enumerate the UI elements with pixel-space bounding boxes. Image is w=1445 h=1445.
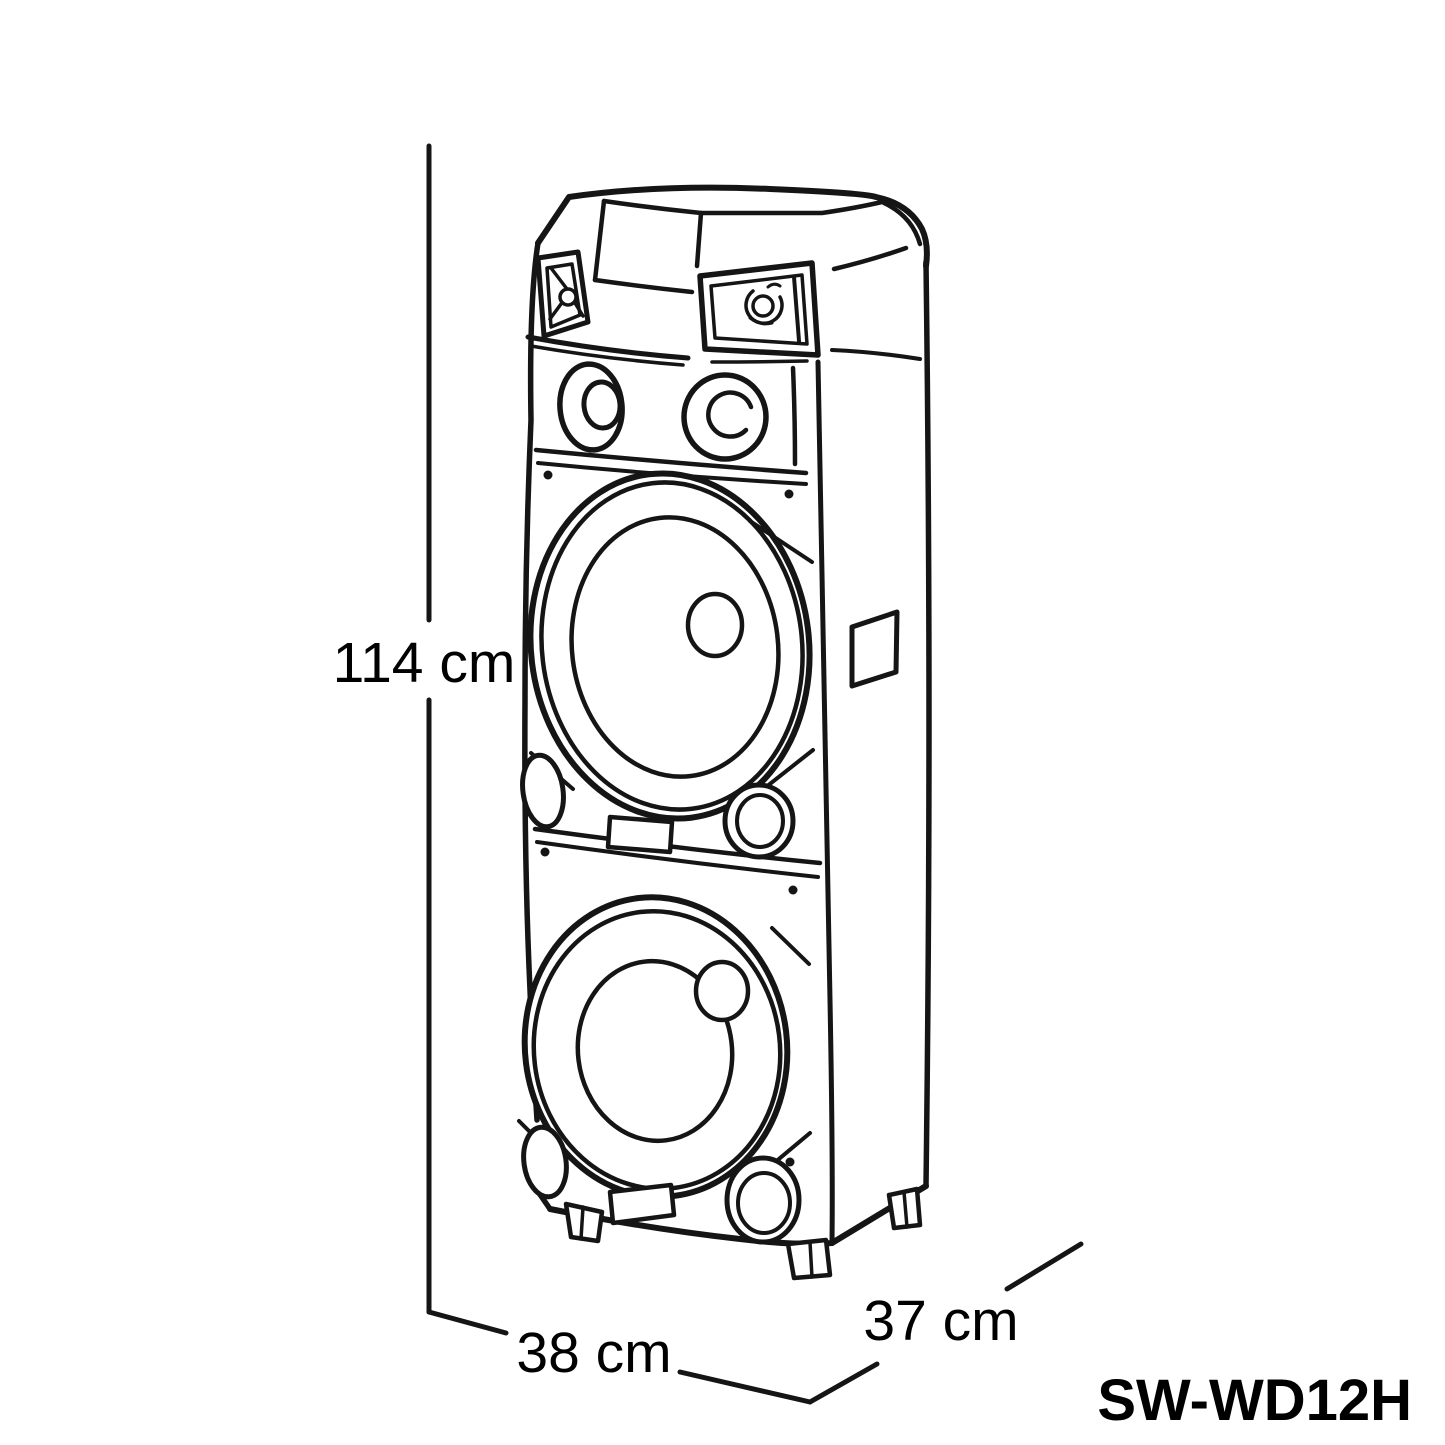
width-line-left (426, 1309, 509, 1336)
height-dimension-label: 114 cm (333, 631, 516, 695)
dimension-lines (426, 143, 1084, 1405)
screw-dot (788, 885, 798, 895)
foot-rear-right-edge (902, 1190, 909, 1229)
left-tweeter-horn-line-1 (549, 266, 569, 291)
side-panel-top-line (830, 348, 922, 361)
right-tweeter-edge-line (792, 275, 801, 343)
cabinet-right-back-edge (923, 259, 932, 1189)
badge-lower (607, 1182, 677, 1226)
left-tweeter-horn-line-3 (573, 301, 585, 318)
port-upper-right-inner (735, 793, 785, 849)
swirl-logo-under-arc (748, 316, 774, 326)
lower-woofer (517, 894, 812, 1201)
side-handle (849, 609, 900, 689)
depth-dimension-line (807, 1241, 1084, 1405)
foot-front-right-edge (808, 1240, 814, 1279)
top-right-bevel-curve (881, 200, 923, 247)
left-tweeter-throat (558, 287, 578, 307)
bevel-band-bottom-sketch (529, 344, 685, 367)
upper-woofer-corner-line-tr (748, 519, 814, 564)
divider-line-sketch (535, 840, 820, 879)
lower-woofer-corner-line-tr (770, 926, 811, 966)
cabinet-top-bevel (525, 198, 923, 367)
foot-front-right (785, 1237, 833, 1281)
depth-line-right (1004, 1241, 1084, 1292)
bevel-band-bottom-left (525, 334, 691, 361)
port-lower-right-inner (736, 1171, 792, 1235)
upper-woofer-dust-cap (685, 591, 745, 659)
screw-dot (540, 847, 550, 857)
depth-line-left (807, 1361, 880, 1405)
left-mid-driver-cone (581, 379, 623, 431)
left-tweeter-horn (535, 249, 591, 339)
swirl-logo-center (751, 294, 775, 318)
left-tweeter-inner-frame (545, 262, 582, 329)
divider-line (533, 447, 809, 476)
speaker-feet (563, 1186, 923, 1281)
port-lower-left (521, 1124, 569, 1200)
foot-front-left-edge (579, 1205, 585, 1241)
top-ridge-line (601, 198, 885, 216)
right-corner-facet-line (831, 245, 909, 272)
bevel-band-bottom-right (710, 359, 809, 364)
bass-ports (520, 752, 802, 1245)
speaker-line-art (517, 184, 932, 1281)
nameplate-badges (605, 814, 677, 1226)
upper-woofer (527, 470, 815, 822)
width-line-right (677, 1369, 813, 1405)
midrange-drivers (557, 361, 798, 467)
handle-cutout (849, 609, 900, 689)
divider-line (532, 826, 823, 866)
bevel-separator-left (592, 198, 607, 283)
bevel-separator-mid (694, 210, 704, 269)
right-mid-driver-ring (681, 372, 769, 462)
bevel-lower-line (592, 277, 695, 295)
left-tweeter-horn-line-2 (548, 302, 563, 321)
width-dimension-label: 38 cm (516, 1321, 671, 1385)
lower-woofer-cone-ring (575, 958, 735, 1144)
lower-woofer-dust-cap (693, 959, 751, 1023)
right-tweeter-horn (697, 260, 821, 358)
screw-dot (784, 489, 794, 499)
section-divider-lower (532, 826, 823, 895)
upper-woofer-cone-ring (569, 515, 781, 779)
cabinet-top-silhouette (535, 184, 930, 269)
screw-dot (543, 470, 553, 480)
cabinet-front-side-edge (815, 359, 835, 1246)
screw-dot (785, 1157, 795, 1167)
upper-woofer-gasket-ring (539, 480, 805, 812)
port-upper-left (520, 752, 566, 830)
left-mid-driver-ring (557, 361, 625, 453)
foot-front-left (563, 1201, 605, 1244)
lower-woofer-gasket-ring (531, 908, 783, 1192)
badge-upper (605, 814, 675, 855)
right-tweeter-inner-frame (709, 273, 809, 346)
depth-dimension-label: 37 cm (863, 1289, 1018, 1353)
right-tweeter-frame (697, 260, 821, 358)
width-dimension-line (426, 1309, 813, 1405)
front-panel-accent-line (790, 365, 798, 467)
right-mid-driver-cone (706, 390, 754, 439)
model-number-label: SW-WD12H (1097, 1368, 1412, 1433)
swirl-logo-tail (766, 282, 782, 289)
